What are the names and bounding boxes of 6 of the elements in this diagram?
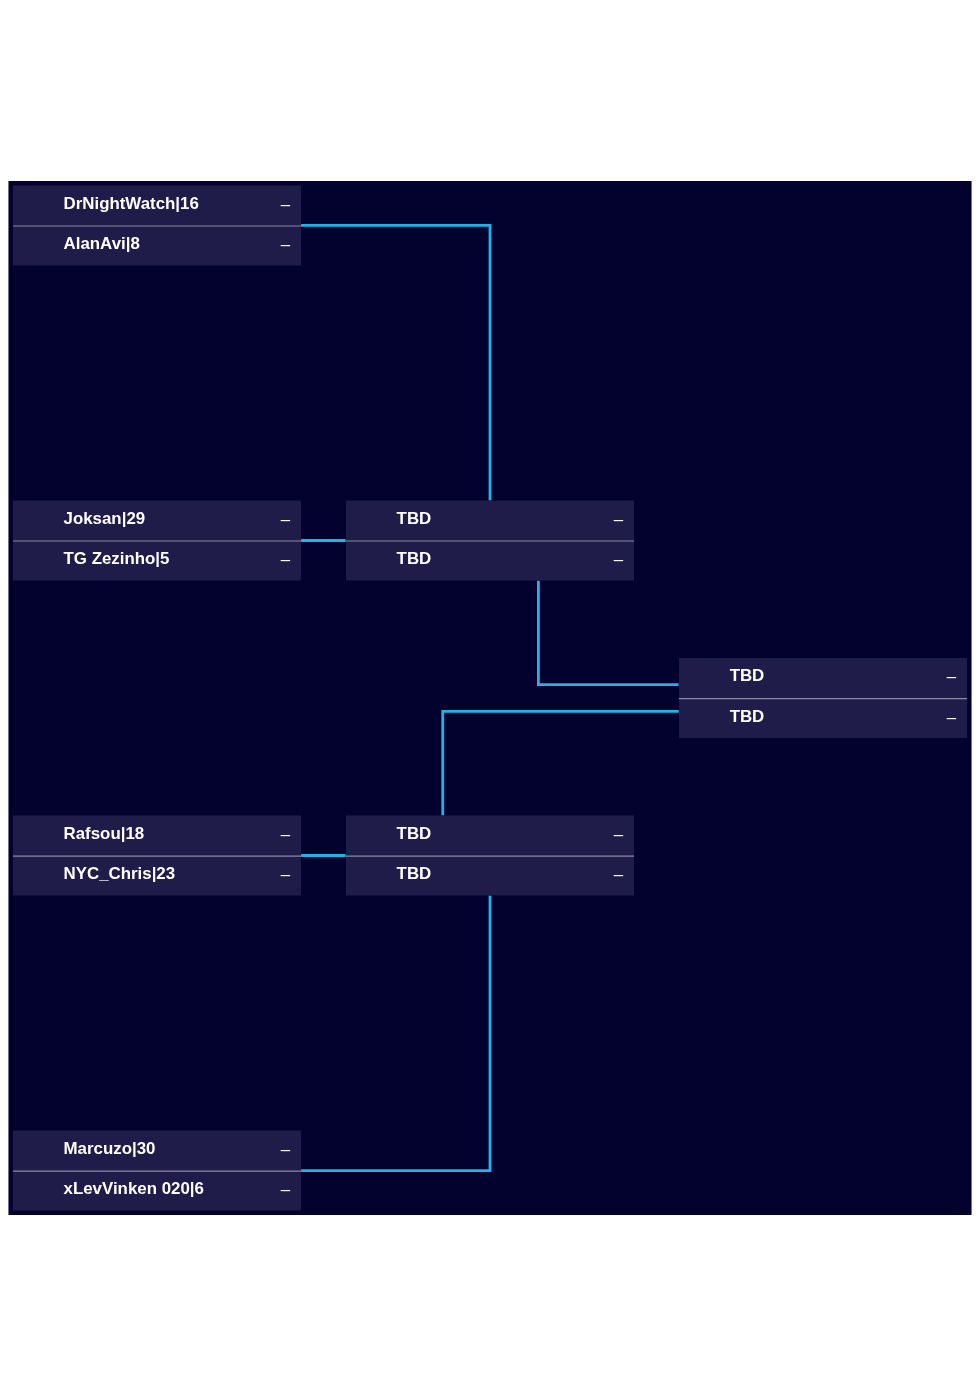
connector: [301, 538, 346, 542]
connector: [301, 853, 346, 857]
connector: [536, 580, 679, 686]
connector: [441, 709, 679, 815]
connector: [301, 223, 492, 500]
connector: [301, 895, 492, 1172]
